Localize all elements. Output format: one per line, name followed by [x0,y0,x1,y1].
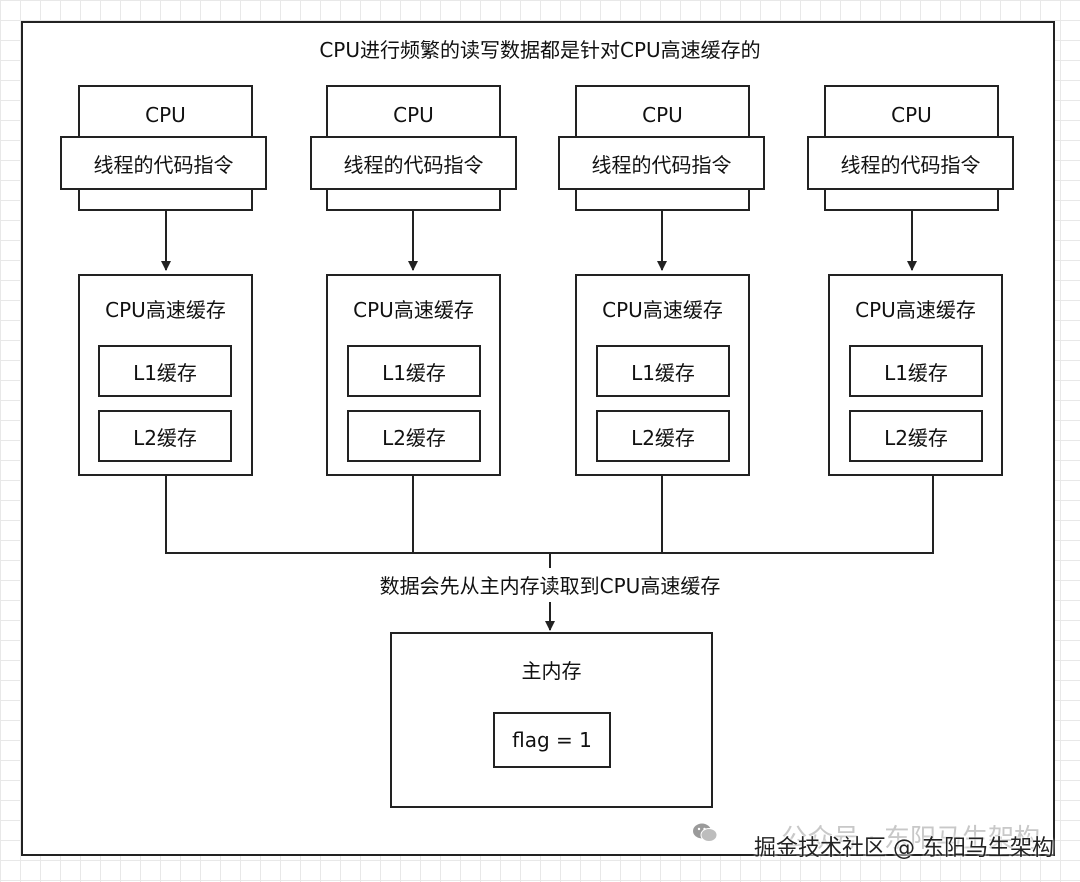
l2-cache-box-2: L2缓存 [347,410,481,462]
diagram-header: CPU进行频繁的读写数据都是针对CPU高速缓存的 [319,38,761,62]
watermark-background-text: 公众号 · 东阳马生架构 [781,824,1040,854]
instruction-box-2: 线程的代码指令 [310,136,517,190]
cpu-title: CPU [891,103,932,127]
instruction-box-3: 线程的代码指令 [558,136,765,190]
main-memory-title: 主内存 [521,659,582,683]
bus-label: 数据会先从主内存读取到CPU高速缓存 [300,574,800,598]
cpu-to-cache-arrows [161,210,917,271]
l2-cache-box-3: L2缓存 [596,410,730,462]
instruction-box-4: 线程的代码指令 [807,136,1014,190]
l2-cache-box-4: L2缓存 [849,410,983,462]
l2-cache-box-1: L2缓存 [98,410,232,462]
watermark-text: 掘金技术社区 @ 东阳马生架构 [754,836,1054,861]
cpu-cache-title: CPU高速缓存 [105,298,226,322]
l1-cache-box-3: L1缓存 [596,345,730,397]
cpu-cache-title: CPU高速缓存 [855,298,976,322]
wechat-icon [693,823,718,842]
cpu-title: CPU [393,103,434,127]
instruction-box-1: 线程的代码指令 [60,136,267,190]
cpu-title: CPU [145,103,186,127]
cpu-title: CPU [642,103,683,127]
flag-variable-box: flag = 1 [493,712,611,768]
cpu-cache-title: CPU高速缓存 [602,298,723,322]
l1-cache-box-2: L1缓存 [347,345,481,397]
bus-lines [165,475,934,631]
cpu-cache-title: CPU高速缓存 [353,298,474,322]
l1-cache-box-4: L1缓存 [849,345,983,397]
l1-cache-box-1: L1缓存 [98,345,232,397]
